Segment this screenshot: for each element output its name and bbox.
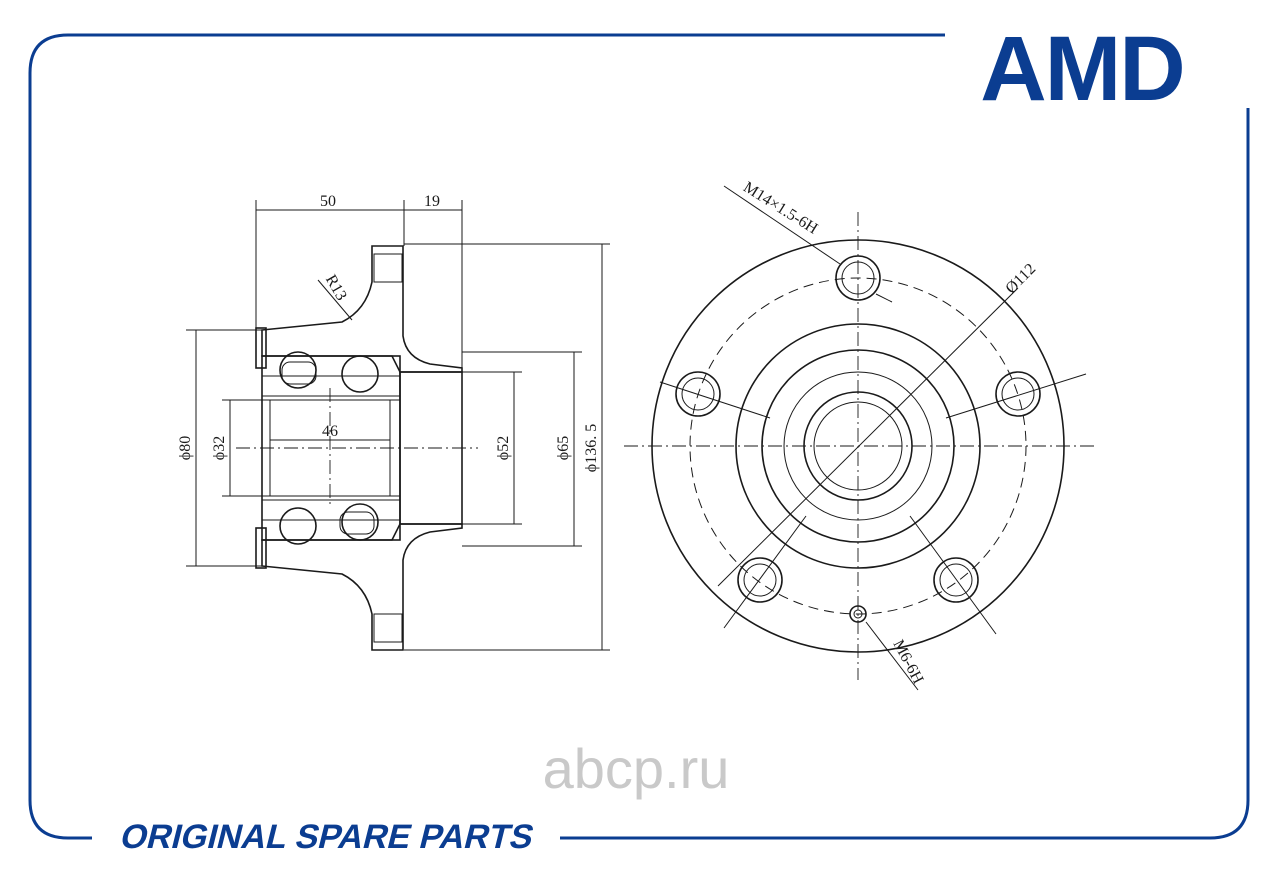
ball-lower-left [279,507,317,545]
inner-race-lower [261,499,401,521]
bolt-hole-bottom-right [933,557,979,603]
frame-border [28,33,1250,840]
section-view: 50 19 R13 46 ϕ80 ϕ32 ϕ52 ϕ65 ϕ136. 5 [177,193,610,651]
small-hole [849,605,867,623]
thread-small-label: M6-6H [889,637,926,687]
dim-dia-65: ϕ65 [555,436,572,460]
flange-bolt-hole-lower [373,613,403,643]
cage-upper [281,361,317,385]
bolt-hole-bottom-left [737,557,783,603]
bolt-hole-left [675,371,721,417]
flange-bolt-hole-upper [373,253,403,283]
dim-dia-52: ϕ52 [495,436,512,460]
watermark: abcp.ru [543,737,730,800]
dim-dia-32: ϕ32 [211,436,228,460]
front-view: M14×1.5-6H Ø112 M6-6H [624,179,1094,691]
ball-lower-right [341,503,379,541]
dim-dia-80: ϕ80 [177,436,194,460]
pcd-label: Ø112 [1002,260,1039,297]
hub-body-lower [261,523,463,651]
seal-lower [255,527,267,569]
seal-upper [255,327,267,369]
dim-50: 50 [320,193,336,210]
dim-19: 19 [424,193,440,210]
inner-race-upper [261,375,401,397]
bearing-zone [261,355,401,541]
amd-logo: AMD [980,18,1186,120]
hub-body-upper [261,245,463,373]
ball-upper-right [341,355,379,393]
dim-dia-136: ϕ136. 5 [583,424,600,472]
dim-r13: R13 [322,272,350,304]
dim-46: 46 [322,423,338,440]
bolt-hole-right [995,371,1041,417]
cage-lower [339,511,375,535]
amd-logo-text: AMD [980,18,1184,120]
bolt-hole-top [835,255,881,301]
tagline: ORIGINAL SPARE PARTS [117,818,538,855]
thread-bolt-label: M14×1.5-6H [740,179,821,238]
